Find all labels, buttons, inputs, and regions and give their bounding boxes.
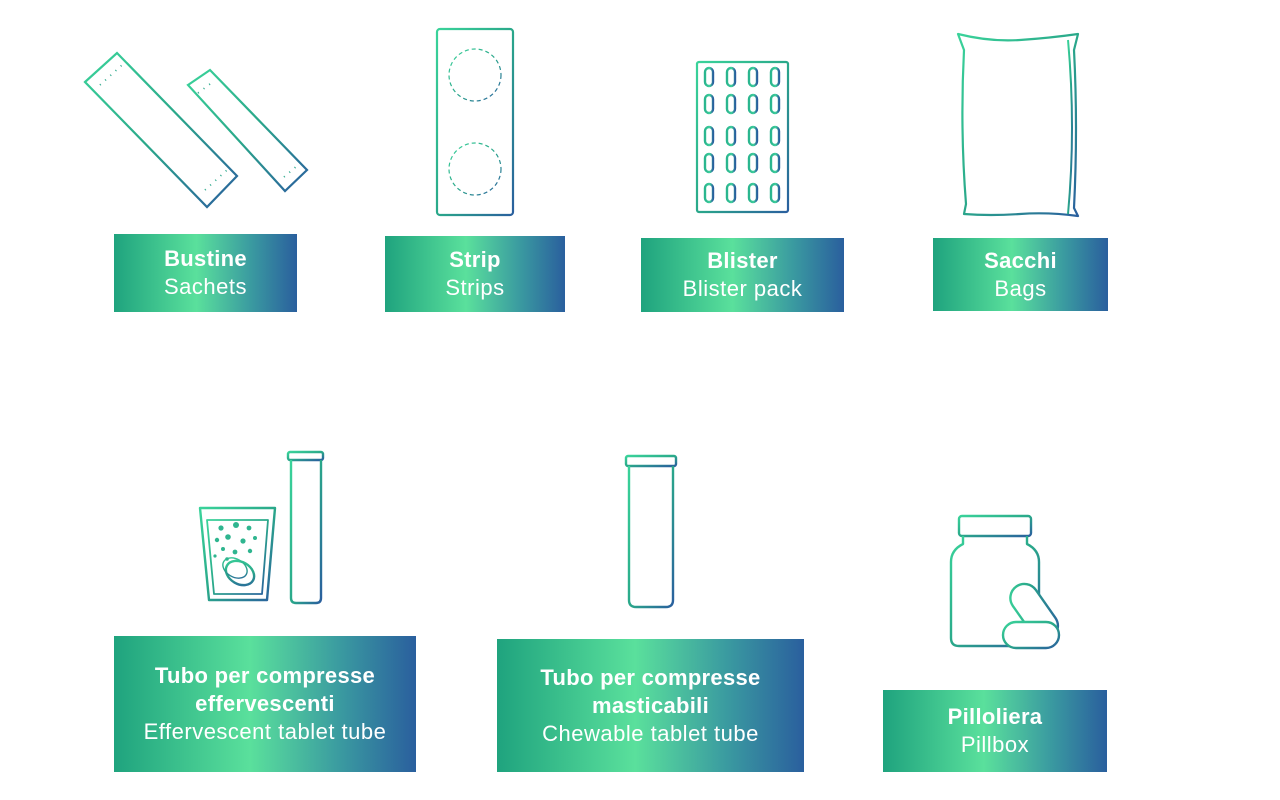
label-subtitle: Pillbox <box>960 732 1030 757</box>
label-subtitle: Blister pack <box>682 276 803 301</box>
sachets-icon <box>83 51 309 209</box>
label-title: Blister <box>707 248 778 273</box>
label-subtitle: Effervescent tablet tube <box>143 719 387 744</box>
label-title: Pilloliera <box>947 704 1043 729</box>
label-subtitle: Chewable tablet tube <box>542 720 759 746</box>
strip-icon <box>435 27 515 217</box>
label-subtitle: Bags <box>994 275 1047 301</box>
label-sachets: Bustine Sachets <box>114 234 297 312</box>
blister-icon <box>695 60 790 214</box>
label-subtitle: Strips <box>445 275 505 300</box>
label-pillbox: Pilloliera Pillbox <box>883 690 1107 772</box>
pillbox-icon <box>949 514 1061 650</box>
bag-icon <box>956 32 1080 218</box>
label-title: Bustine <box>164 246 247 271</box>
label-title: Tubo per compresse effervescenti <box>154 663 376 716</box>
label-subtitle: Sachets <box>164 274 247 299</box>
chewable-tube-icon <box>624 454 678 609</box>
label-title: Tubo per compresse masticabili <box>540 664 761 718</box>
label-effervescent-tube: Tubo per compresse effervescenti Efferve… <box>114 636 416 772</box>
effervescent-tube-icon <box>198 450 325 605</box>
label-chewable-tube: Tubo per compresse masticabili Chewable … <box>497 639 804 772</box>
label-blister: Blister Blister pack <box>641 238 844 312</box>
label-bags: Sacchi Bags <box>933 238 1108 311</box>
label-title: Sacchi <box>984 247 1057 273</box>
label-title: Strip <box>449 247 501 272</box>
label-strips: Strip Strips <box>385 236 565 312</box>
